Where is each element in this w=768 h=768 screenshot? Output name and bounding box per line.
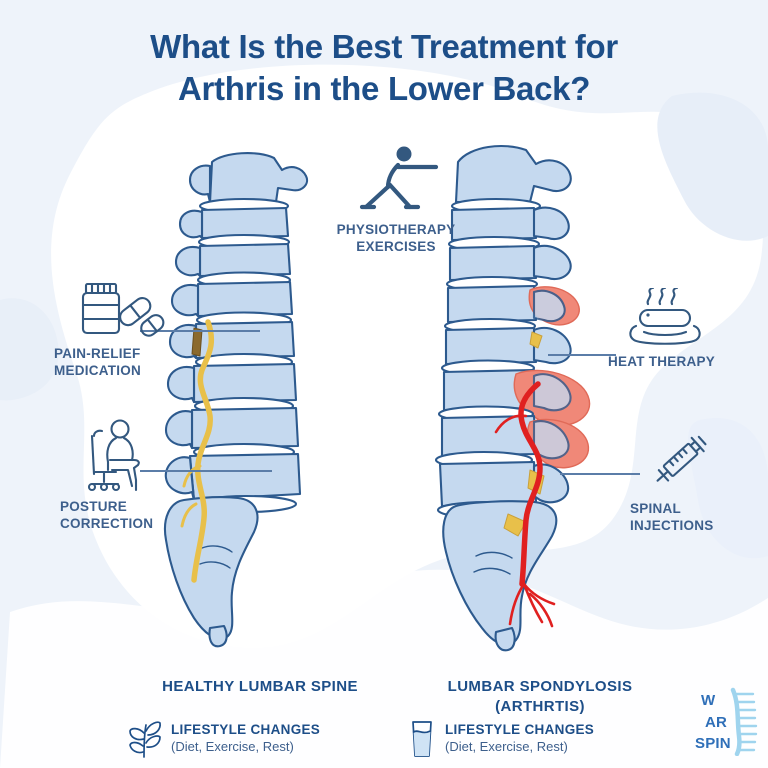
- logo-line-2: AR: [705, 714, 727, 731]
- blob-shape-bottom: [0, 569, 768, 768]
- lifestyle-subtitle: (Diet, Exercise, Rest): [445, 739, 568, 755]
- lifestyle-subtitle: (Diet, Exercise, Rest): [171, 739, 294, 755]
- vertebral-process: [532, 289, 566, 323]
- nerve-root-branch: [494, 414, 556, 628]
- vertebral-process: [168, 323, 198, 360]
- sacrum: [164, 496, 259, 641]
- leader-line-posture: [140, 470, 272, 472]
- vertebra-body: [188, 152, 309, 204]
- vertebral-process: [532, 244, 572, 281]
- heat-pad-icon: [629, 288, 701, 345]
- callout-label: SPINAL INJECTIONS: [630, 501, 714, 533]
- syringe-icon: [656, 435, 707, 482]
- vertebra-body: [454, 144, 572, 204]
- callout-physiotherapy[interactable]: PHYSIOTHERAPY EXERCISES: [310, 145, 482, 255]
- vertebral-process: [532, 326, 572, 365]
- vertebra-body: [450, 206, 538, 242]
- healthy-spine-caption: HEALTHY LUMBAR SPINE: [110, 677, 410, 697]
- spinal-nerve-inflamed: [518, 381, 543, 587]
- vertebral-process: [166, 365, 196, 404]
- vertebral-process: [164, 456, 196, 502]
- callout-posture[interactable]: POSTURE CORRECTION: [52, 418, 232, 532]
- vertebra-body: [200, 206, 290, 240]
- vertebral-process: [178, 209, 204, 240]
- title-line-1: What Is the Best Treatment for: [150, 28, 618, 65]
- caption-line-2: (ARTHRTIS): [495, 697, 585, 715]
- sacral-ridge: [199, 561, 231, 569]
- vertebral-process: [170, 283, 200, 318]
- caption-line-1: LUMBAR SPONDYLOSIS: [447, 678, 633, 695]
- vertebra-body: [448, 244, 538, 282]
- vertebral-process: [532, 373, 572, 412]
- leader-line-medication: [140, 330, 260, 332]
- lifestyle-title: LIFESTYLE CHANGES: [171, 722, 321, 738]
- vertebra-body: [438, 460, 538, 508]
- brand-logo[interactable]: W AR SPIN: [693, 686, 759, 756]
- caption-text: HEALTHY LUMBAR SPINE: [162, 678, 358, 695]
- plant-leaf-icon: [129, 721, 161, 758]
- spinal-nerve-healthy: [191, 319, 215, 583]
- callout-label: POSTURE CORRECTION: [60, 499, 154, 531]
- stretching-person-icon: [359, 146, 439, 210]
- callout-medication[interactable]: PAIN-RELIEF MEDICATION: [52, 281, 232, 379]
- vertebra-body: [446, 284, 538, 324]
- blob-shape-left-edge: [0, 298, 59, 401]
- vertebral-process: [532, 206, 570, 241]
- blob-shape-midright: [688, 418, 768, 559]
- lifestyle-title: LIFESTYLE CHANGES: [445, 722, 595, 738]
- spondylosis-spine-illustration: [434, 144, 591, 652]
- spine-comb-icon: [730, 687, 758, 756]
- page-title: What Is the Best Treatment for Arthris i…: [0, 26, 768, 110]
- sacral-ridge: [473, 567, 511, 575]
- sacral-ridge: [201, 545, 233, 553]
- spinal-nerve-branch: [180, 464, 202, 528]
- vertebral-process: [164, 410, 194, 450]
- coccyx: [494, 626, 516, 652]
- logo-line-1: W: [701, 692, 716, 709]
- logo-line-3: SPIN: [695, 735, 731, 752]
- pill-bottle-icon: [81, 282, 165, 337]
- vertebral-process: [532, 463, 570, 504]
- leader-line-heat: [548, 354, 616, 356]
- lifestyle-note-right: LIFESTYLE CHANGES (Diet, Exercise, Rest): [408, 719, 594, 759]
- callout-label: PAIN-RELIEF MEDICATION: [54, 346, 141, 378]
- sacrum: [442, 500, 558, 646]
- water-glass-icon: [412, 721, 432, 757]
- blob-shape-right: [657, 92, 768, 241]
- osteophyte-spur: [529, 331, 543, 349]
- lifestyle-note-left: LIFESTYLE CHANGES (Diet, Exercise, Rest): [128, 719, 320, 759]
- vertebral-process: [532, 420, 570, 460]
- healthy-spine-illustration: [164, 152, 309, 648]
- vertebral-process: [174, 245, 202, 278]
- vertebra-body: [198, 242, 292, 278]
- callout-heat-therapy[interactable]: HEAT THERAPY: [608, 288, 764, 370]
- vertebra-body: [444, 326, 538, 366]
- callout-label: HEAT THERAPY: [608, 354, 716, 369]
- leader-line-injections: [560, 473, 640, 475]
- spondylosis-spine-caption: LUMBAR SPONDYLOSIS (ARTHRTIS): [390, 677, 690, 716]
- sitting-person-icon: [87, 419, 140, 492]
- sacral-ridge: [475, 551, 513, 559]
- facet-joint-marker: [191, 327, 203, 357]
- callout-spinal-injections[interactable]: SPINAL INJECTIONS: [630, 428, 766, 534]
- callout-label: PHYSIOTHERAPY EXERCISES: [336, 222, 456, 254]
- title-line-2: Arthris in the Lower Back?: [177, 70, 591, 108]
- osteophyte-spur: [503, 513, 527, 537]
- coccyx: [208, 624, 228, 648]
